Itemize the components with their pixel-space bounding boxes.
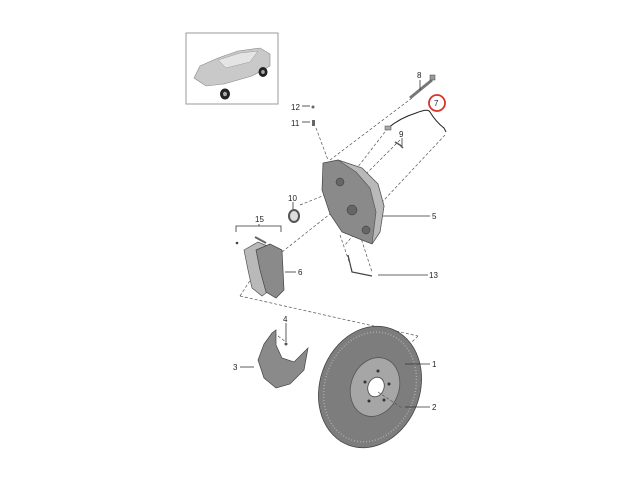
part-6-brake-pads[interactable] bbox=[235, 236, 285, 299]
label-part-11[interactable]: 11 bbox=[291, 119, 300, 128]
part-13-brake-line[interactable] bbox=[347, 254, 373, 277]
label-part-12[interactable]: 12 bbox=[291, 103, 300, 112]
vehicle-thumbnail[interactable] bbox=[185, 32, 279, 105]
part-10-seal-ring[interactable] bbox=[288, 209, 300, 223]
label-part-3[interactable]: 3 bbox=[233, 363, 238, 372]
part-7-wear-sensor[interactable] bbox=[384, 109, 447, 133]
part-9-clip[interactable] bbox=[394, 141, 404, 149]
part-3-dust-shield[interactable] bbox=[257, 329, 309, 389]
label-part-6[interactable]: 6 bbox=[298, 268, 303, 277]
label-part-2[interactable]: 2 bbox=[432, 403, 437, 412]
label-part-9[interactable]: 9 bbox=[399, 130, 404, 139]
label-part-10[interactable]: 10 bbox=[288, 194, 297, 203]
part-8-bolt[interactable] bbox=[409, 74, 436, 100]
label-part-7[interactable]: 7 bbox=[434, 99, 439, 108]
label-part-5[interactable]: 5 bbox=[432, 212, 437, 221]
label-part-8[interactable]: 8 bbox=[417, 71, 422, 80]
part-11-screw[interactable] bbox=[312, 120, 315, 126]
part-5-brake-caliper[interactable] bbox=[321, 159, 385, 245]
part-12-screw[interactable] bbox=[311, 105, 315, 109]
label-part-13[interactable]: 13 bbox=[429, 271, 438, 280]
highlight-ring-part-7[interactable] bbox=[428, 94, 446, 112]
leader-lines bbox=[235, 80, 430, 408]
part-4-screw[interactable] bbox=[284, 342, 288, 346]
label-part-4[interactable]: 4 bbox=[283, 315, 288, 324]
label-part-1[interactable]: 1 bbox=[432, 360, 437, 369]
part-1-brake-disc[interactable] bbox=[302, 312, 438, 463]
label-part-15[interactable]: 15 bbox=[255, 215, 264, 224]
